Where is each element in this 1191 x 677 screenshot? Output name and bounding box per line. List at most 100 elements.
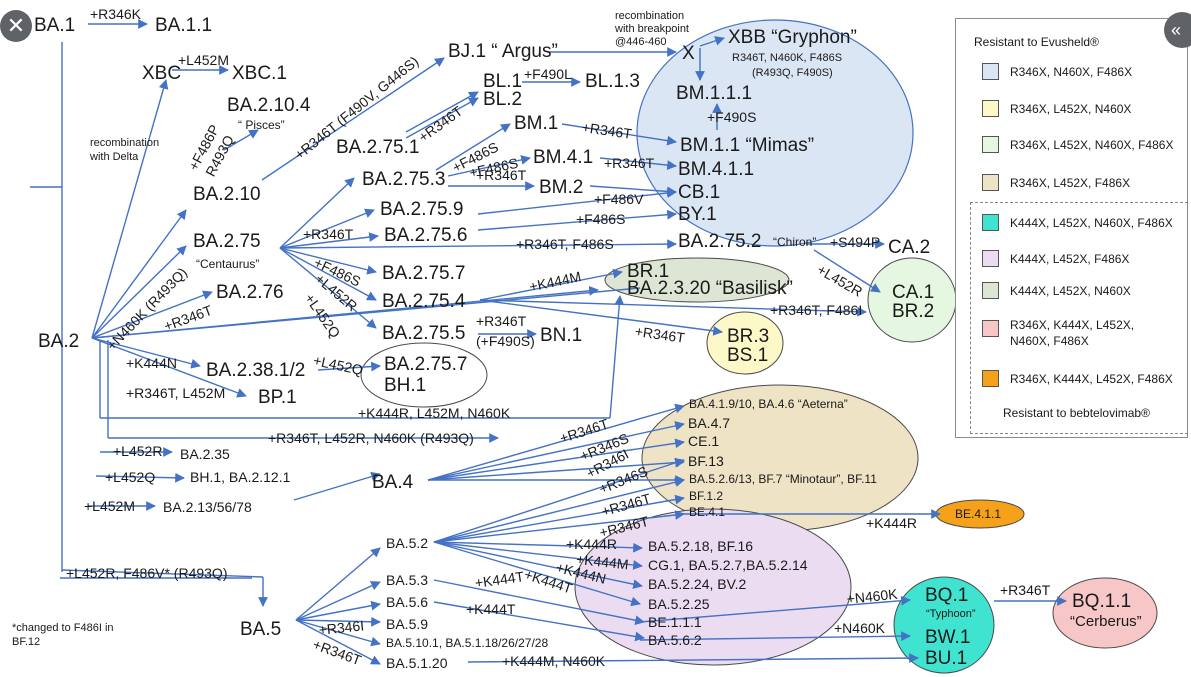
lineage-arrow [279, 247, 377, 301]
node-ba2752: BA.2.75.2 [678, 231, 762, 252]
lineage-arrows [30, 19, 1067, 665]
node-aeterna: BA.4.1.9/10, BA.4.6 “Aeterna” [689, 397, 848, 411]
mut-f486v: +F486V [594, 191, 644, 207]
node-ba2381: BA.2.38.1/2 [206, 360, 306, 381]
lineage-arrow [433, 510, 685, 543]
legend-label: R346X, K444X, L452X, F486X [1010, 372, 1173, 386]
node-ba4: BA.4 [372, 472, 414, 493]
lineage-arrow [295, 616, 381, 627]
lineage-arrow [699, 36, 725, 47]
lineage-arrow [317, 361, 381, 372]
node-bl2: BL.2 [483, 89, 523, 110]
lineage-arrow [279, 239, 677, 249]
mut-l452r-235: +L452R [113, 443, 163, 459]
legend: Resistant to Evusheld® R346X, N460X, F48… [955, 18, 1188, 438]
collapse-panel-icon[interactable]: « [1164, 12, 1191, 48]
legend-label: R346X, L452X, N460X, F486X [1010, 138, 1174, 152]
mut-k444t-56: +K444T [466, 601, 516, 617]
node-bh1-ba2121: BH.1, BA.2.12.1 [190, 469, 291, 485]
node-ba2104: BA.2.10.4 [227, 95, 311, 116]
note-recombination-delta: recombination with Delta [90, 137, 160, 163]
mut-r346t-275: +R346T [303, 226, 354, 242]
mut-k444r-52: +K444R [566, 536, 617, 552]
node-xbb: XBB “Gryphon” [728, 27, 857, 48]
node-ba562: BA.5.6.2 [648, 632, 702, 648]
legend-swatch [982, 320, 999, 337]
lineage-arrow [477, 209, 677, 231]
group-cerberus [1052, 577, 1158, 649]
node-cb1: CB.1 [678, 182, 721, 203]
lineage-arrow [91, 209, 187, 339]
lineage-arrow [599, 157, 677, 170]
lineage-arrow [295, 581, 381, 621]
node-br1: BR.1 [627, 261, 670, 282]
group-bq1 [893, 576, 995, 674]
lineage-arrow [433, 541, 643, 553]
lineage-arrow [433, 477, 685, 543]
node-bl13: BL.1.3 [585, 71, 640, 92]
node-ba235: BA.2.35 [180, 446, 230, 462]
lineage-arrow [223, 129, 259, 151]
node-xbc1: XBC.1 [232, 63, 287, 84]
mut-k444r-l452m-n460k: +K444R, L452M, N460K [358, 405, 511, 421]
node-minotaur: BA.5.2.6/13, BF.7 “Minotaur”, BF.11 [689, 472, 877, 486]
lineage-arrow [589, 185, 677, 197]
legend-label: R346X, L452X, F486X [1010, 176, 1131, 190]
node-ba11: BA.1.1 [155, 15, 213, 36]
mut-s494p: +S494P [830, 234, 881, 250]
node-br3: BR.3 [727, 326, 770, 347]
node-by1: BY.1 [678, 204, 717, 225]
group-br3 [706, 311, 784, 375]
node-ba2751: BA.2.75.1 [336, 137, 420, 158]
close-button[interactable]: ✕ [0, 10, 32, 42]
xbb-mutations-2: (R493Q, F490S) [752, 67, 833, 79]
lineage-arrow [639, 631, 911, 642]
group-basilisk [604, 257, 790, 303]
node-bw1: BW.1 [925, 627, 971, 648]
legend-swatch [982, 370, 999, 387]
label-typhoon: “Typhoon” [926, 608, 976, 620]
lineage-arrow [433, 579, 645, 626]
lineage-arrow [479, 299, 867, 317]
node-bm111: BM.1.1.1 [676, 83, 753, 104]
mut-f486s-by: +F486S [576, 211, 626, 227]
lineage-arrow [405, 91, 479, 133]
legend-label: R346X, L452X, N460X [1010, 102, 1132, 116]
mut-f490s-bn: (+F490S) [476, 333, 535, 349]
node-xbc: XBC [142, 63, 182, 84]
lineage-arrow [91, 337, 201, 369]
lineage-arrow [295, 547, 381, 621]
node-ba2757a: BA.2.75.7 [382, 263, 466, 284]
lineage-arrow [433, 601, 645, 642]
node-ca1: CA.1 [892, 282, 935, 303]
legend-swatch [982, 100, 999, 117]
node-ba2759: BA.2.75.9 [380, 199, 464, 220]
legend-label: K444X, L452X, N460X, F486X [1010, 216, 1173, 230]
footnote: *changed to F486I in BF.12 [12, 622, 114, 649]
node-ba1: BA.1 [34, 15, 76, 36]
node-be411: BE.4.1.1 [955, 507, 1002, 521]
node-ba2320: BA.2.3.20 “Basilisk” [627, 278, 793, 299]
node-ba2757b: BA.2.75.7 [384, 354, 468, 375]
lineage-arrow [91, 290, 213, 339]
lineage-arrow [279, 247, 377, 329]
group-evusheld-1 [636, 19, 914, 247]
mut-l452m: +L452M [178, 52, 229, 68]
legend-label: K444X, L452X, N460X [1010, 284, 1131, 298]
mut-l452q-bh1: +L452Q [105, 469, 156, 485]
node-ba5218: BA.5.2.18, BF.16 [648, 538, 754, 554]
lineage-arrow [433, 541, 643, 570]
mut-l452m-213: +L452M [84, 498, 135, 514]
mut-r346t-bm2: +R346T [476, 167, 527, 183]
lineage-arrow [91, 79, 169, 339]
legend-title: Resistant to Evusheld® [974, 35, 1099, 49]
lineage-arrow [279, 208, 375, 249]
mut-r346t-f486i: +R346T, F486I [770, 302, 863, 318]
node-bm41: BM.4.1 [533, 147, 594, 168]
node-ce1: CE.1 [688, 433, 720, 449]
node-bm4111: BM.4.1.1 [678, 159, 755, 180]
mut-f490s: +F490S [707, 109, 757, 125]
node-bf13: BF.13 [688, 453, 724, 469]
